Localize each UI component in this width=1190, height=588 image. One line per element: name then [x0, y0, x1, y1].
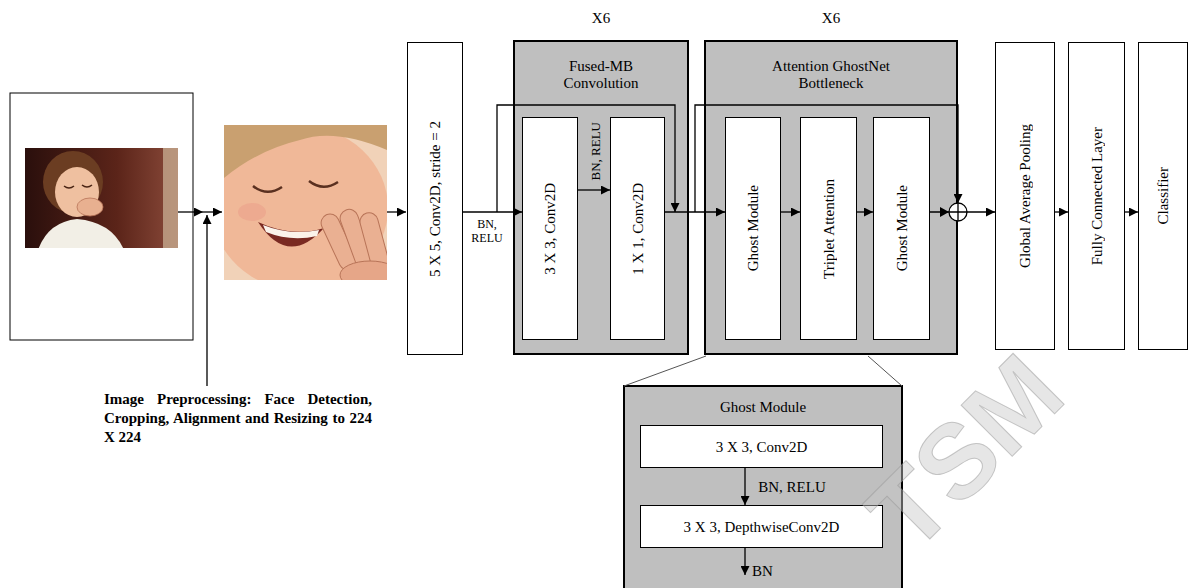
child-cheek [238, 203, 266, 221]
child-hand [340, 261, 387, 280]
flow-arrow [178, 211, 203, 212]
edge-label-holder: BN, RELU [464, 216, 510, 246]
layer-box: 3 X 3, Conv2D [640, 425, 883, 468]
layer-label: 1 X 1, Conv2D [629, 183, 647, 275]
add-symbol [949, 203, 967, 221]
flow-arrow [578, 189, 610, 190]
label-holder: Image Preprocessing: Face Detection, Cro… [104, 390, 372, 447]
layer-box: 5 X 5, Conv2D, stride = 2 [407, 42, 463, 355]
photo-background [163, 148, 178, 248]
preprocessing-note: Image Preprocessing: Face Detection, Cro… [104, 390, 372, 447]
flow-arrow [1055, 211, 1068, 212]
layer-box: Ghost Module [725, 117, 781, 340]
layer-label: Fully Connected Layer [1088, 127, 1106, 265]
group-heading: Ghost Module [625, 399, 901, 416]
layer-box: Classifier [1138, 42, 1188, 350]
flow-arrow [203, 211, 222, 212]
child-eyes [253, 181, 338, 192]
stage-group: X6Attention GhostNet BottleneckGhost Mod… [704, 40, 958, 355]
layer-label: 5 X 5, Conv2D, stride = 2 [426, 121, 444, 277]
layer-box: 1 X 1, Conv2D [610, 117, 665, 340]
repeat-count: X6 [515, 8, 687, 28]
flow-arrow [1125, 211, 1138, 212]
layer-box: Global Average Pooling [995, 42, 1055, 350]
layer-box: Ghost Module [873, 117, 930, 340]
child-eyes [64, 185, 92, 188]
child-shirt [38, 219, 124, 248]
flow-arrow [387, 211, 406, 212]
child-face [224, 126, 387, 280]
add-symbol [949, 203, 967, 221]
edge-label: BN, RELU [587, 122, 604, 181]
edge-label: BN, RELU [757, 479, 827, 496]
step-label: BN [752, 562, 773, 580]
layer-label: Ghost Module [893, 185, 911, 271]
edge-label: BN, RELU [464, 217, 510, 245]
preprocess-arrow [206, 215, 207, 386]
layer-label: 3 X 3, Conv2D [541, 183, 559, 275]
group-heading: Attention GhostNet Bottleneck [756, 58, 906, 92]
group-heading: Fused-MB Convolution [541, 58, 661, 92]
label-holder: BN [752, 562, 773, 580]
zoom-line [868, 356, 902, 386]
layer-box: 3 X 3, DepthwiseConv2D [640, 505, 883, 548]
layer-box: 3 X 3, Conv2D [522, 117, 578, 340]
zoom-line [624, 356, 706, 386]
flow-arrow [463, 211, 522, 212]
layer-label: Classifier [1154, 167, 1172, 225]
child-hand [77, 198, 103, 216]
flow-arrow [857, 211, 873, 212]
flow-arrow [744, 548, 745, 575]
layer-label: 3 X 3, DepthwiseConv2D [684, 518, 840, 536]
edge-label-holder: BN, RELU [752, 477, 832, 497]
child-mouth [258, 222, 324, 247]
layer-label: Global Average Pooling [1016, 124, 1034, 268]
image-frame [10, 93, 193, 340]
face-crop [224, 125, 387, 280]
child-teeth [263, 225, 319, 238]
flow-arrow [781, 211, 800, 212]
edge-label-holder: BN, RELU [587, 120, 603, 182]
child-hair [224, 125, 387, 178]
flow-arrow [744, 468, 745, 505]
repeat-count: X6 [706, 8, 956, 28]
layer-label: Triplet Attention [820, 179, 838, 279]
layer-label: Ghost Module [744, 185, 762, 271]
input-photo [25, 148, 178, 248]
watermark: TSM [850, 337, 1081, 568]
layer-label: 3 X 3, Conv2D [716, 438, 808, 456]
layer-box: Triplet Attention [800, 117, 857, 340]
label-holder: TSM [965, 452, 1187, 557]
layer-box: Fully Connected Layer [1068, 42, 1125, 350]
stage-group: X6Fused-MB Convolution3 X 3, Conv2D1 X 1… [513, 40, 689, 355]
